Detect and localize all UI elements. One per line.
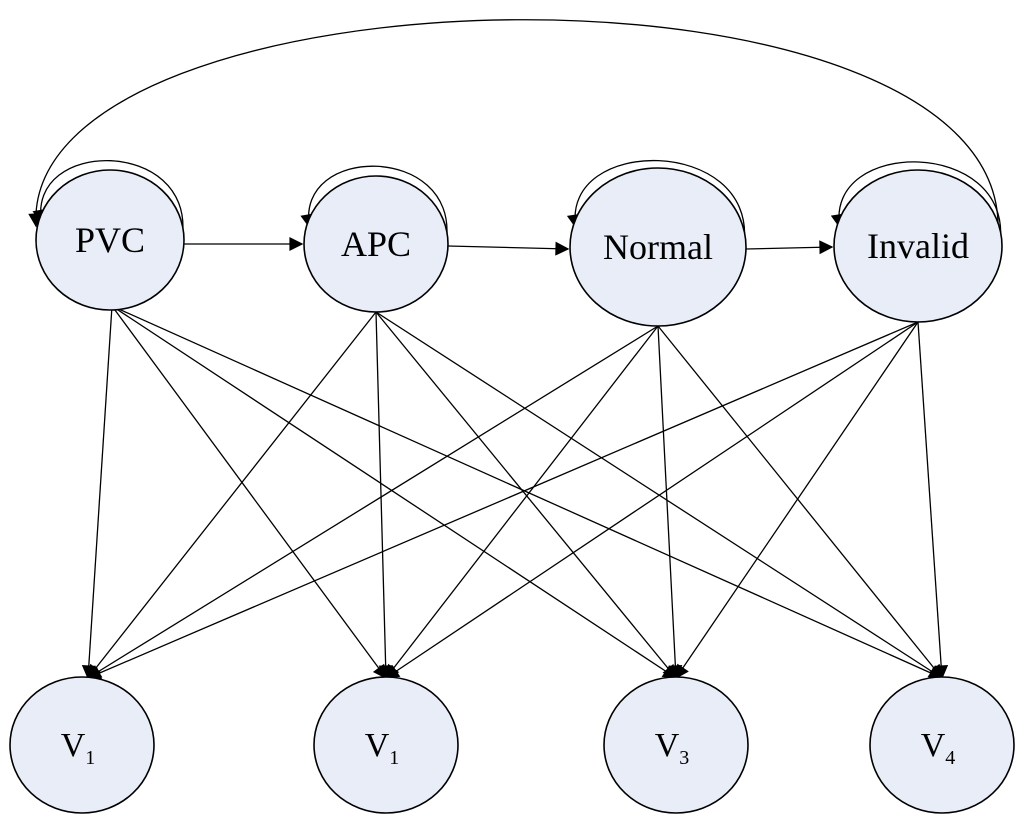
observation-ellipse-4 [869, 676, 1015, 814]
state-node-pvc: PVC [35, 169, 185, 311]
state-label-invalid: Invalid [867, 226, 969, 266]
emission-edge-pvc-v1a [81, 305, 113, 680]
state-label-pvc: PVC [75, 220, 145, 260]
observation-label-3: V3 [655, 727, 690, 769]
observation-label-2: V1 [365, 727, 400, 769]
observation-node-1: V1 [9, 676, 155, 814]
observation-label-1: V1 [61, 727, 96, 769]
emission-edge-apc-v1b [375, 311, 393, 680]
emission-edge-normal-v1a [86, 325, 659, 679]
emission-edge-pvc-v1b [111, 305, 387, 680]
state-ellipse-normal [569, 167, 747, 327]
observation-node-3: V3 [603, 676, 749, 814]
transition-edge-invalid-pvc [28, 19, 999, 233]
state-ellipse-invalid [833, 169, 1003, 323]
state-ellipse-pvc [35, 169, 185, 311]
emission-edge-pvc-v4 [111, 305, 944, 680]
self-loop-normal [566, 160, 745, 243]
observation-node-2: V1 [313, 676, 459, 814]
emission-edge-invalid-v1a [86, 321, 919, 680]
self-loop-pvc [32, 159, 184, 236]
transition-edge-normal-invalid [745, 240, 834, 255]
emission-edge-invalid-v3 [675, 321, 919, 680]
edges-layer [28, 19, 1002, 680]
observation-ellipse-3 [603, 676, 749, 814]
state-node-invalid: Invalid [833, 169, 1003, 323]
emission-edge-apc-v1a [87, 311, 377, 680]
transition-edge-apc-normal [447, 241, 570, 256]
self-loop-apc [300, 165, 448, 240]
observation-ellipse-2 [313, 676, 459, 814]
state-node-apc: APC [303, 175, 449, 313]
emission-edge-pvc-v3 [111, 305, 678, 679]
emission-edge-normal-v4 [657, 325, 943, 680]
state-label-apc: APC [341, 224, 411, 264]
state-node-normal: Normal [569, 167, 747, 327]
emission-edge-invalid-v4 [917, 321, 949, 680]
observation-node-4: V4 [869, 676, 1015, 814]
observation-label-4: V4 [921, 727, 956, 769]
emission-edge-normal-v3 [657, 325, 683, 680]
emission-edge-invalid-v1b [384, 321, 919, 679]
state-label-normal: Normal [603, 227, 713, 267]
emission-edge-normal-v1b [385, 325, 659, 680]
self-loop-invalid [830, 161, 1002, 242]
emission-edge-apc-v3 [375, 311, 677, 680]
state-ellipse-apc [303, 175, 449, 313]
observation-ellipse-1 [9, 676, 155, 814]
